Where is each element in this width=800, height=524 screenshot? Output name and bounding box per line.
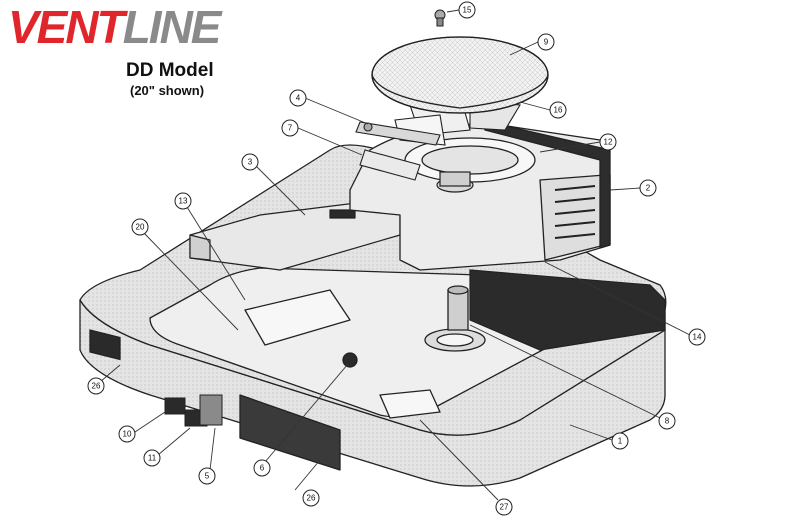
- svg-text:14: 14: [693, 333, 702, 342]
- ventline-logo: VENTLINE: [8, 1, 221, 53]
- svg-text:8: 8: [665, 417, 670, 426]
- svg-text:1: 1: [618, 437, 623, 446]
- svg-text:16: 16: [554, 106, 563, 115]
- callout-8: 8: [658, 412, 676, 430]
- svg-text:15: 15: [463, 6, 472, 15]
- svg-text:9: 9: [544, 38, 549, 47]
- svg-text:7: 7: [288, 124, 293, 133]
- model-title: DD Model: [126, 60, 214, 81]
- side-panel: [469, 269, 666, 351]
- svg-text:5: 5: [205, 472, 210, 481]
- svg-text:11: 11: [148, 454, 157, 463]
- svg-text:6: 6: [260, 464, 265, 473]
- svg-text:2: 2: [646, 184, 651, 193]
- callout-11: 11: [143, 449, 161, 467]
- callout-2: 2: [639, 179, 657, 197]
- svg-text:26: 26: [307, 494, 316, 503]
- callout-1: 1: [611, 432, 629, 450]
- svg-text:26: 26: [92, 382, 101, 391]
- callout-6: 6: [253, 459, 271, 477]
- callout-10: 10: [118, 425, 136, 443]
- callout-14: 14: [688, 328, 706, 346]
- callout-27: 27: [495, 498, 513, 516]
- fan-housing: [349, 119, 611, 271]
- callout-5: 5: [198, 467, 216, 485]
- svg-text:3: 3: [248, 158, 253, 167]
- callout-9: 9: [537, 33, 555, 51]
- callout-3: 3: [241, 153, 259, 171]
- switch-parts: [164, 394, 223, 427]
- leader-lines: [99, 9, 691, 501]
- callout-12: 12: [599, 133, 617, 151]
- motor: [436, 171, 474, 193]
- lid-arm: [355, 121, 441, 181]
- callout-15: 15: [458, 1, 476, 19]
- callout-7: 7: [281, 119, 299, 137]
- svg-text:4: 4: [296, 94, 301, 103]
- svg-text:20: 20: [136, 223, 145, 232]
- callout-13: 13: [174, 192, 192, 210]
- fan-screen: [371, 36, 549, 114]
- callout-26b: 26: [302, 489, 320, 507]
- svg-text:13: 13: [179, 197, 188, 206]
- callout-26: 26: [87, 377, 105, 395]
- callout-4: 4: [289, 89, 307, 107]
- model-subtitle: (20" shown): [130, 83, 205, 98]
- callout-16: 16: [549, 101, 567, 119]
- callout-20: 20: [131, 218, 149, 236]
- svg-text:12: 12: [604, 138, 613, 147]
- svg-text:10: 10: [123, 430, 132, 439]
- knob-part: [434, 9, 446, 27]
- svg-text:27: 27: [500, 503, 509, 512]
